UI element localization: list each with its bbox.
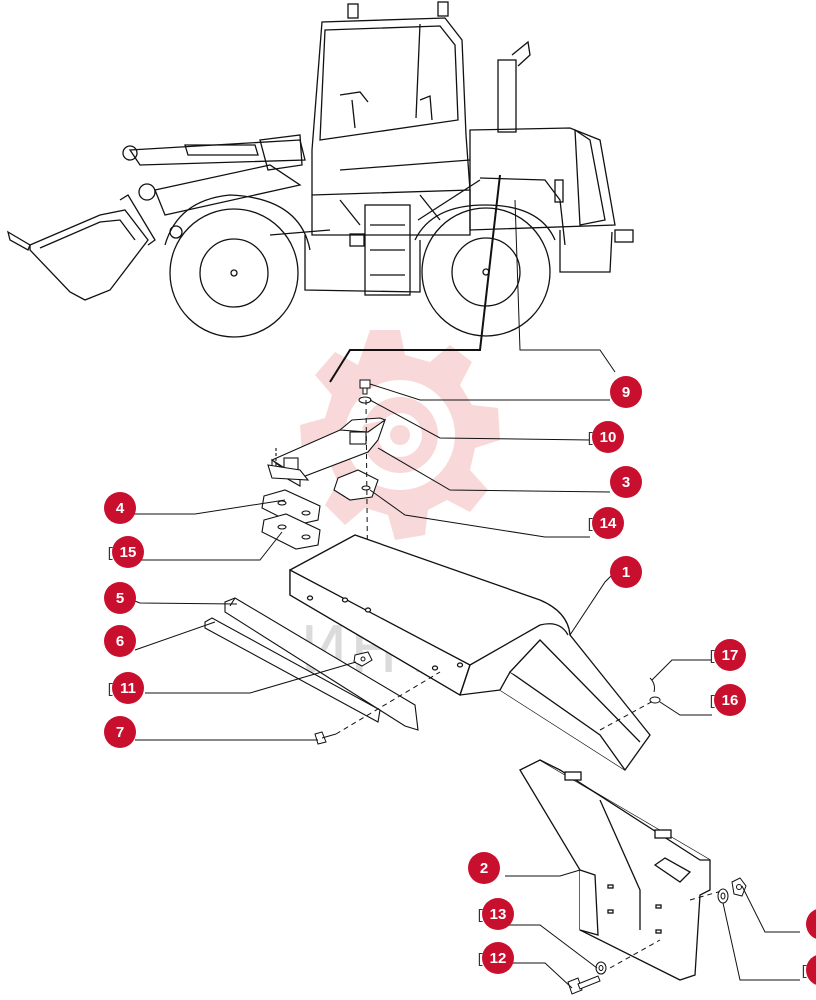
callout-bracket: [ [106,682,114,698]
bolt-part-12 [567,975,601,995]
fender-attach-axis [599,699,656,731]
shim-plate-part-15 [261,513,321,550]
callout-3: 3 [610,466,642,498]
callout-label: 10 [600,429,617,446]
callout-bracket: [ [106,546,114,562]
latch-assembly-part-3 [267,417,387,487]
callout-1: 1 [610,556,642,588]
callout-9: 9 [610,376,642,408]
bolt-7-axis [335,671,441,735]
callout-2: 2 [468,852,500,884]
washer-part-10 [358,396,372,404]
callout-label: 7 [116,724,124,741]
callout-label: 1 [622,564,630,581]
shim-plate-part-4 [261,489,321,526]
callout-17: [ 17 [708,639,746,671]
callout-label: 14 [600,515,617,532]
callout-label: 11 [120,680,136,697]
callout-15: [ 15 [106,536,144,568]
callout-14: [ 14 [586,507,624,539]
strip-part-6 [204,617,381,723]
callout-label: 17 [722,647,739,664]
washer-right [717,888,729,904]
wheel-loader-illustration [6,1,634,338]
callout-10: [ 10 [586,421,624,453]
mudflap-part-2 [519,759,711,981]
nut-part-11 [353,651,373,667]
callout-11: [ 11 [106,672,144,704]
leader-lines [130,383,800,989]
callout-6: 6 [104,625,136,657]
callout-9-leader-line [514,199,616,373]
callout-bracket: [ [476,908,484,924]
bolt-part-7 [314,731,337,745]
callout-partial-right-lower: [ [800,955,816,985]
fender-part-1 [289,534,651,771]
strip-part-5 [224,597,419,731]
callout-label: 3 [622,474,630,491]
callout-partial-right-upper [806,909,816,939]
callout-16: [ 16 [708,684,746,716]
callout-label: 4 [116,500,125,517]
callout-label: 16 [722,692,739,709]
location-pointer-lines [329,174,501,383]
washer-part-13 [595,961,607,975]
callout-label: 13 [490,906,507,923]
callout-label: 2 [480,860,488,877]
callout-7: 7 [104,716,136,748]
nut-right [731,877,747,897]
callout-label: 12 [490,950,507,967]
callout-label: 15 [120,544,137,561]
clip-part-17 [649,677,655,693]
callout-label: 6 [116,633,124,650]
callout-5: 5 [104,582,136,614]
callout-13: [ 13 [476,898,514,930]
callout-bracket: [ [476,952,484,968]
washer-part-16 [649,696,661,704]
callout-label: 5 [116,590,124,607]
callout-bracket: [ [708,649,716,665]
callout-bracket: [ [708,694,716,710]
callout-label: 9 [622,384,630,401]
callout-4: 4 [104,492,136,524]
callout-12: [ 12 [476,942,514,974]
callout-bracket: [ [586,517,594,533]
callout-bracket: [ [800,964,808,980]
callout-bracket: [ [586,431,594,447]
